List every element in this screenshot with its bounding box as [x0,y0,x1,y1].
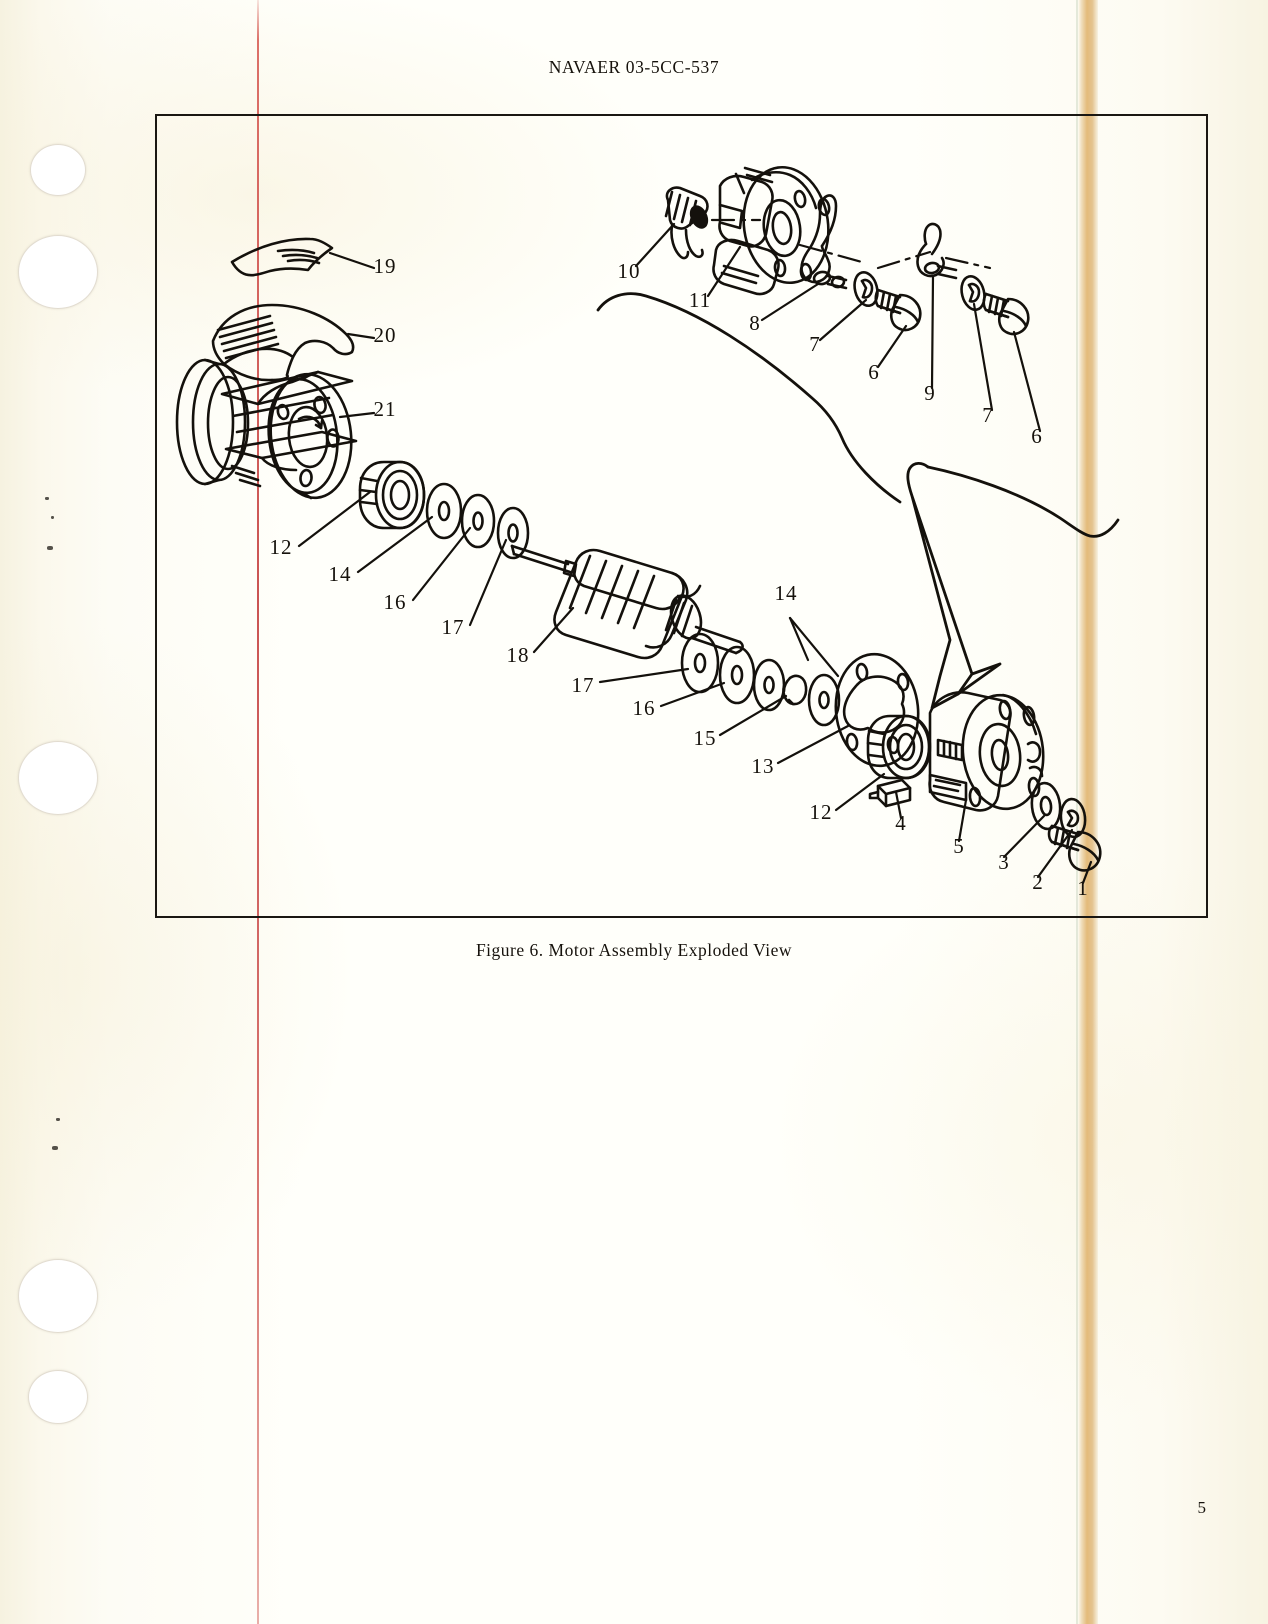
figure-caption: Figure 6. Motor Assembly Exploded View [475,940,793,960]
page-number: 5 [1197,1498,1207,1517]
punch-hole-5 [28,1370,88,1424]
red-margin-rule [257,0,259,1624]
punch-hole-4 [18,1259,98,1333]
scan-speck-4 [56,1118,60,1121]
punch-hole-1 [30,144,86,196]
scan-speck-2 [51,516,54,519]
running-head: NAVAER 03-5CC-537 [548,57,720,77]
scan-speck-1 [45,497,49,500]
punch-hole-2 [18,235,98,309]
figure-frame-box [155,114,1208,918]
scan-speck-5 [52,1146,58,1150]
punch-hole-3 [18,741,98,815]
tan-edge-strip [1078,0,1098,1624]
scan-speck-3 [47,546,53,550]
